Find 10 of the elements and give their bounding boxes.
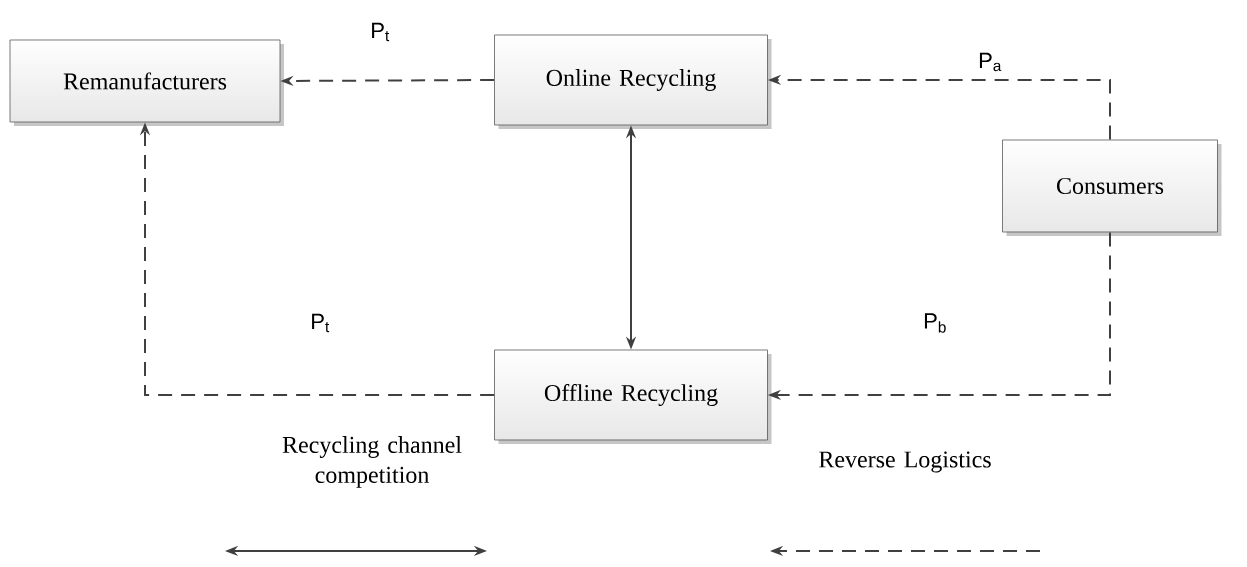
legend-text: Recycling channel competition bbox=[282, 436, 462, 488]
process-box: Online Recycling bbox=[494, 34, 772, 129]
process-box: Offline Recycling bbox=[494, 349, 772, 444]
edge-label: P$_{t}$ bbox=[309, 312, 331, 334]
edge-label: P$_{b}$ bbox=[922, 312, 948, 334]
process-box: Consumers bbox=[1002, 139, 1222, 236]
process-box: Remanufacturers bbox=[9, 39, 284, 126]
legend-text: Reverse Logistics bbox=[819, 451, 991, 473]
edge-label: P$_{t}$ bbox=[369, 21, 391, 43]
edge-label: P$_{a}$ bbox=[977, 51, 1003, 73]
